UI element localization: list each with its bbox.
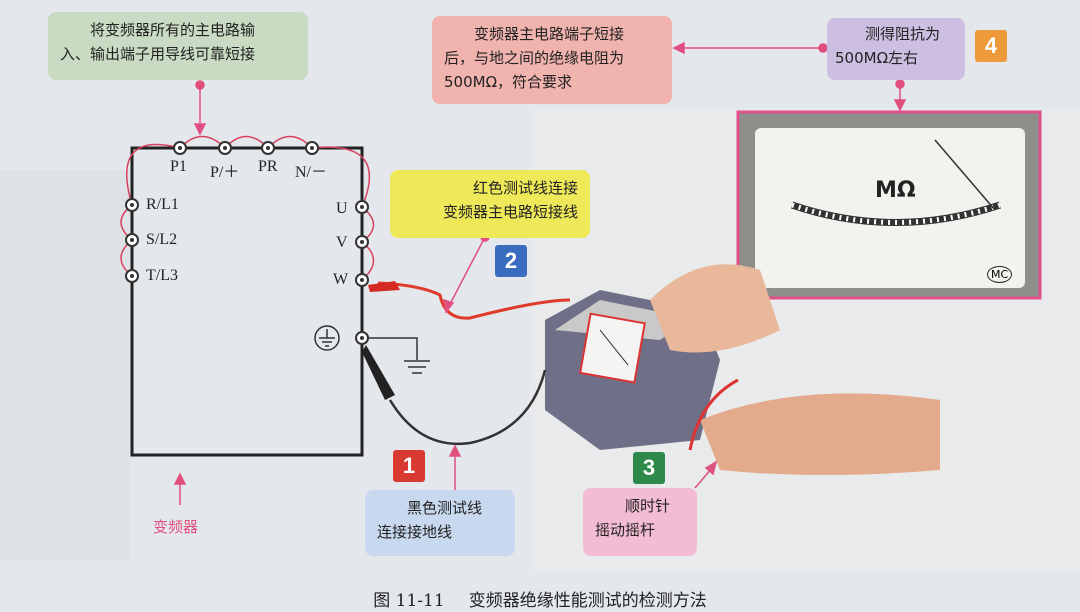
terminal-label: V — [336, 234, 348, 251]
inverter-outline — [130, 146, 364, 457]
callout-red-lead: 红色测试线连接 变频器主电路短接线 — [390, 170, 590, 238]
terminal-label: U — [336, 200, 348, 217]
terminal-label: W — [333, 271, 349, 288]
terminal-label: T/L3 — [146, 267, 178, 284]
callout-line: 顺时针 — [625, 497, 671, 515]
shorting-wire — [120, 135, 375, 281]
callout-result: 变频器主电路端子短接 后，与地之间的绝缘电阻为 500MΩ，符合要求 — [432, 16, 672, 104]
step-badge-2: 2 — [495, 245, 527, 277]
inverter-label: 变频器 — [153, 518, 199, 536]
red-test-lead — [377, 281, 571, 320]
figure-title: 变频器绝缘性能测试的检测方法 — [468, 591, 707, 611]
callout-line: 500MΩ左右 — [835, 49, 919, 67]
terminal-label: R/L1 — [146, 196, 179, 213]
step-badge-3: 3 — [633, 452, 665, 484]
callout-line: 变频器主电路端子短接 — [474, 25, 625, 43]
callout-line: 变频器主电路短接线 — [442, 203, 578, 221]
terminal-label: PR — [258, 158, 278, 175]
terminal-label: P/＋ — [210, 164, 240, 181]
meter-brand-logo: MC — [987, 266, 1013, 283]
callout-reading: 测得阻抗为 500MΩ左右 — [827, 18, 965, 80]
figure-number: 图 11-11 — [373, 591, 445, 611]
callout-black-lead: 黑色测试线 连接接地线 — [365, 490, 515, 556]
terminal-label: P1 — [170, 158, 187, 175]
meter-closeup-photo — [736, 110, 1042, 300]
right-hand — [700, 393, 940, 475]
meter-unit-label: MΩ — [875, 178, 916, 203]
callout-line: 500MΩ，符合要求 — [444, 73, 573, 91]
terminal-label: N/－ — [295, 164, 328, 181]
step-badge-1: 1 — [393, 450, 425, 482]
callout-line: 黑色测试线 — [407, 499, 483, 517]
callout-line: 红色测试线连接 — [472, 179, 578, 197]
callout-line: 测得阻抗为 — [865, 25, 941, 43]
black-test-lead — [388, 369, 547, 446]
callout-line: 将变频器所有的主电路输 — [90, 21, 256, 39]
ground-icon — [314, 325, 430, 374]
step-badge-4: 4 — [975, 30, 1007, 62]
left-hand — [650, 264, 780, 353]
figure-caption: 图 11-11 变频器绝缘性能测试的检测方法 — [0, 586, 1080, 611]
callout-line: 连接接地线 — [377, 523, 453, 541]
terminal-label: S/L2 — [146, 231, 178, 248]
callout-crank: 顺时针 摇动摇杆 — [583, 488, 697, 556]
callout-line: 入、输出端子用导线可靠短接 — [60, 45, 256, 63]
callout-line: 后，与地之间的绝缘电阻为 — [444, 49, 625, 67]
callout-line: 摇动摇杆 — [595, 521, 656, 539]
callout-short-all-terminals: 将变频器所有的主电路输 入、输出端子用导线可靠短接 — [48, 12, 308, 80]
